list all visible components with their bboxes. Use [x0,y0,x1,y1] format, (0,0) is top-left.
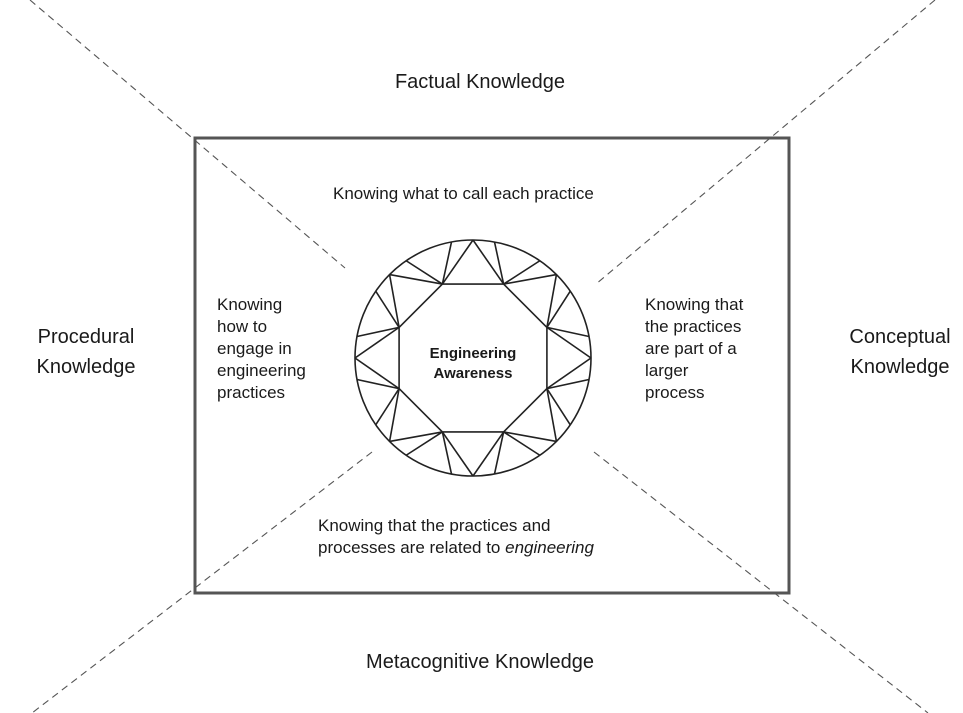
center-line-2: Awareness [433,365,513,382]
gem-facet [503,431,541,456]
gem-facet [546,388,571,426]
procedural-desc-line-1: Knowing [217,295,283,314]
diagonal-bottom-right [593,451,929,713]
conceptual-desc-line-3: are part of a [645,339,737,358]
metacognitive-knowledge-label: Metacognitive Knowledge [366,651,594,673]
metacognitive-desc-line-1: Knowing that the practices and [318,516,551,535]
metacognitive-description: Knowing that the practices and processes… [318,515,594,559]
gem-facet [503,431,557,443]
procedural-desc-line-3: engage in [217,339,292,358]
gem-facet [405,260,443,285]
procedural-desc-line-4: engineering [217,361,306,380]
gem-facet [546,378,590,390]
gem-facet [389,273,443,285]
gem-facet [546,326,592,359]
procedural-desc-line-5: practices [217,383,286,402]
conceptual-line-1: Conceptual [849,326,951,348]
factual-description: Knowing what to call each practice [333,184,594,203]
procedural-description: Knowing how to engage in engineering pra… [217,294,306,404]
conceptual-desc-line-5: process [645,383,705,402]
engineering-awareness-label: Engineering Awareness [393,344,553,384]
gem-facet [472,239,505,285]
gem-facet [354,326,400,359]
gem-facet [546,388,558,442]
conceptual-knowledge-label: Conceptual Knowledge [820,322,963,382]
gem-facet [441,431,474,477]
metacognitive-desc-line-2: processes are related to engineering [318,537,594,559]
diamond-gem-icon [354,239,592,477]
gem-facet [546,290,571,328]
conceptual-desc-line-4: larger [645,361,689,380]
gem-facet [441,431,453,475]
gem-facet [441,239,474,285]
factual-knowledge-label: Factual Knowledge [394,71,566,93]
conceptual-line-2: Knowledge [850,356,950,378]
gem-facet [388,274,400,328]
center-line-1: Engineering [429,345,517,362]
gem-facet [389,431,443,443]
diagonal-top-left [29,0,346,269]
gem-facet [356,326,400,338]
gem-facet [503,273,557,285]
gem-facet [493,241,505,285]
gem-facet [375,290,400,328]
gem-facet [493,431,505,475]
gem-facet [405,431,443,456]
conceptual-desc-line-2: the practices [645,317,742,336]
procedural-line-2: Knowledge [36,356,136,378]
gem-facet [472,431,505,477]
gem-facet [375,388,400,426]
gem-facet [546,357,592,390]
gem-facet [354,357,400,390]
gem-facet [503,260,541,285]
conceptual-description: Knowing that the practices are part of a… [645,294,743,404]
procedural-line-1: Procedural [37,326,135,348]
procedural-knowledge-label: Procedural Knowledge [0,322,172,382]
gem-facet [546,326,590,338]
diagonal-top-right [595,0,936,285]
gem-facet [546,274,558,328]
metacognitive-desc-line-2-text: processes are related to [318,538,506,557]
gem-facet [388,388,400,442]
conceptual-desc-line-1: Knowing that [645,295,744,314]
knowledge-frame [193,136,791,595]
engineering-emphasis: engineering [505,538,594,557]
gem-facet [356,378,400,390]
gem-facet [441,241,453,285]
procedural-desc-line-2: how to [217,317,268,336]
